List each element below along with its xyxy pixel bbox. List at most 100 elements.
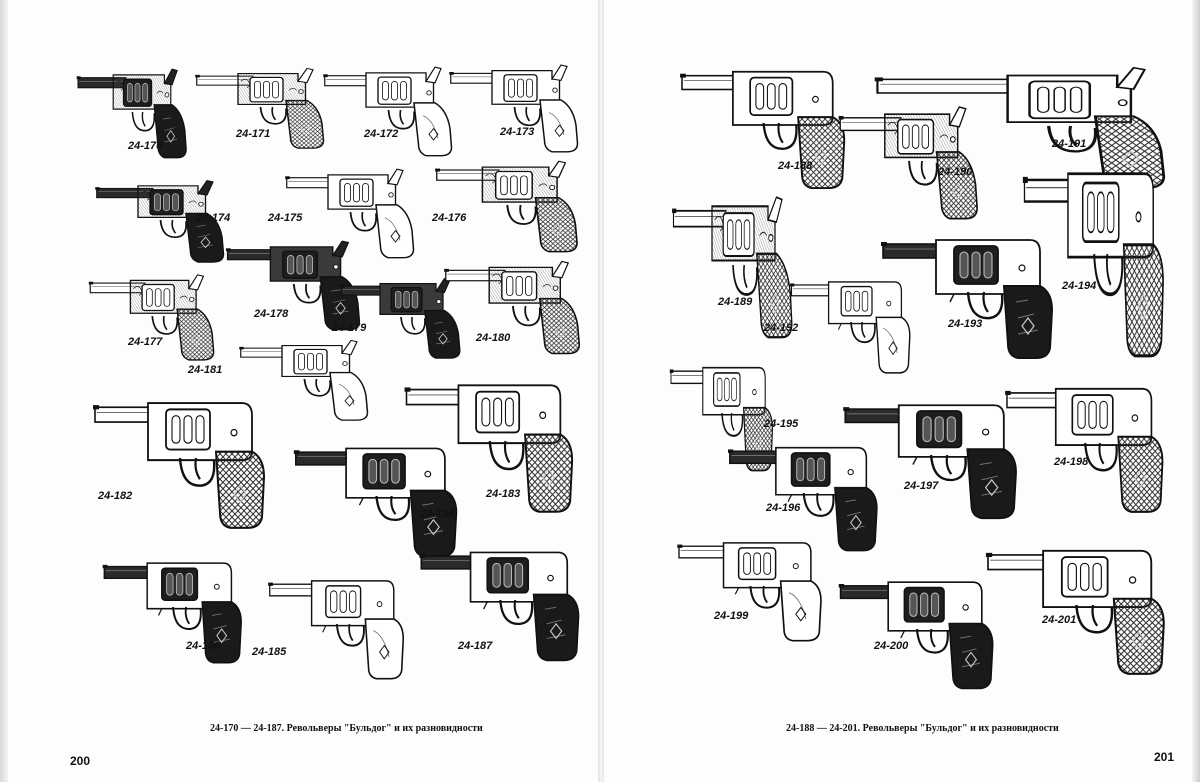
- revolver-illustration-24-172: [306, 60, 456, 160]
- revolver-illustration-24-180: [426, 254, 584, 358]
- revolver-drawing: [76, 68, 187, 159]
- figure-label-24-190: 24-190: [938, 166, 973, 178]
- revolver-drawing: [790, 281, 911, 374]
- revolver-icon: [323, 66, 453, 157]
- figure-label-24-183: 24-183: [486, 488, 521, 500]
- revolver-drawing: [404, 384, 574, 513]
- right-page-number: 201: [1154, 750, 1175, 764]
- revolver-illustration-24-201: [962, 532, 1170, 678]
- figure-label-24-188: 24-188: [778, 160, 813, 172]
- revolver-illustration-24-190: [820, 98, 982, 224]
- revolver-illustration-24-187: [398, 536, 584, 664]
- revolver-illustration-24-199: [658, 528, 826, 644]
- revolver-illustration-24-174: [78, 174, 228, 266]
- revolver-drawing: [93, 402, 266, 529]
- revolver-icon: [76, 68, 187, 159]
- revolver-drawing: [881, 239, 1054, 359]
- figure-label-24-181: 24-181: [188, 364, 223, 376]
- revolver-icon: [419, 551, 580, 662]
- revolver-drawing: [677, 542, 822, 642]
- revolver-illustration-24-191: [874, 58, 1172, 194]
- revolver-drawing: [268, 580, 405, 680]
- revolver-drawing: [838, 106, 978, 220]
- revolver-icon: [93, 402, 266, 529]
- revolver-drawing: [102, 562, 242, 664]
- figure-label-24-179: 24-179: [332, 322, 367, 334]
- figure-label-24-175: 24-175: [268, 212, 303, 224]
- revolver-illustration-24-179: [324, 272, 464, 362]
- revolver-icon: [285, 168, 415, 259]
- figure-label-24-199: 24-199: [714, 610, 749, 622]
- revolver-icon: [435, 160, 578, 253]
- revolver-icon: [1022, 172, 1164, 358]
- revolver-drawing: [1005, 387, 1164, 513]
- figure-label-24-170: 24-170: [128, 140, 163, 152]
- revolver-drawing: [843, 404, 1017, 520]
- revolver-illustration-24-183: [382, 366, 578, 516]
- revolver-icon: [838, 581, 994, 690]
- revolver-drawing: [323, 66, 453, 157]
- figure-label-24-184: 24-184: [420, 508, 455, 520]
- revolver-icon: [195, 67, 325, 149]
- revolver-drawing: [340, 277, 461, 359]
- figure-label-24-173: 24-173: [500, 126, 535, 138]
- left-page-number: 200: [70, 754, 91, 768]
- revolver-icon: [728, 446, 878, 552]
- figure-label-24-194: 24-194: [1062, 280, 1097, 292]
- revolver-illustration-24-177: [72, 268, 218, 364]
- revolver-drawing: [672, 196, 793, 339]
- revolver-drawing: [435, 160, 578, 253]
- revolver-illustration-24-170: [62, 62, 190, 162]
- revolver-drawing: [838, 581, 994, 690]
- revolver-drawing: [680, 70, 846, 190]
- revolver-illustration-24-185: [250, 566, 408, 682]
- revolver-drawing: [874, 66, 1166, 190]
- figure-label-24-201: 24-201: [1042, 614, 1077, 626]
- revolver-drawing: [1022, 172, 1164, 358]
- revolver-drawing: [239, 339, 369, 421]
- revolver-icon: [672, 196, 793, 339]
- figure-label-24-178: 24-178: [254, 308, 289, 320]
- figure-label-24-196: 24-196: [766, 502, 801, 514]
- revolver-illustration-24-198: [984, 370, 1168, 516]
- revolver-illustration-24-188: [658, 54, 850, 192]
- revolver-drawing: [195, 67, 325, 149]
- figure-label-24-187: 24-187: [458, 640, 493, 652]
- revolver-illustration-24-182: [70, 384, 270, 532]
- revolver-icon: [88, 274, 215, 361]
- figure-label-24-185: 24-185: [252, 646, 287, 658]
- revolver-icon: [1005, 387, 1164, 513]
- revolver-illustration-24-194: [1004, 146, 1168, 362]
- figure-label-24-171: 24-171: [236, 128, 271, 140]
- revolver-icon: [404, 384, 574, 513]
- revolver-drawing: [285, 168, 415, 259]
- revolver-illustration-24-197: [820, 388, 1022, 522]
- revolver-icon: [874, 66, 1166, 190]
- revolver-drawing: [95, 179, 225, 263]
- figure-label-24-189: 24-189: [718, 296, 753, 308]
- revolver-drawing: [88, 274, 215, 361]
- revolver-icon: [881, 239, 1054, 359]
- right-page-edge: [1192, 0, 1200, 782]
- figure-label-24-172: 24-172: [364, 128, 399, 140]
- revolver-icon: [843, 404, 1017, 520]
- revolver-illustration-24-171: [178, 62, 328, 152]
- figure-label-24-186: 24-186: [186, 640, 221, 652]
- revolver-icon: [444, 260, 581, 355]
- revolver-illustration-24-173: [432, 58, 582, 156]
- book-spine: [598, 0, 604, 782]
- figure-label-24-193: 24-193: [948, 318, 983, 330]
- revolver-drawing: [728, 446, 878, 552]
- revolver-illustration-24-175: [268, 162, 418, 262]
- revolver-illustration-24-192: [774, 268, 914, 376]
- revolver-icon: [268, 580, 405, 680]
- figure-label-24-195: 24-195: [764, 418, 799, 430]
- figure-label-24-192: 24-192: [764, 322, 799, 334]
- figure-label-24-198: 24-198: [1054, 456, 1089, 468]
- revolver-icon: [680, 70, 846, 190]
- figure-label-24-191: 24-191: [1052, 138, 1087, 150]
- revolver-illustration-24-186: [84, 548, 246, 666]
- revolver-icon: [790, 281, 911, 374]
- revolver-drawing: [449, 64, 579, 153]
- figure-label-24-176: 24-176: [432, 212, 467, 224]
